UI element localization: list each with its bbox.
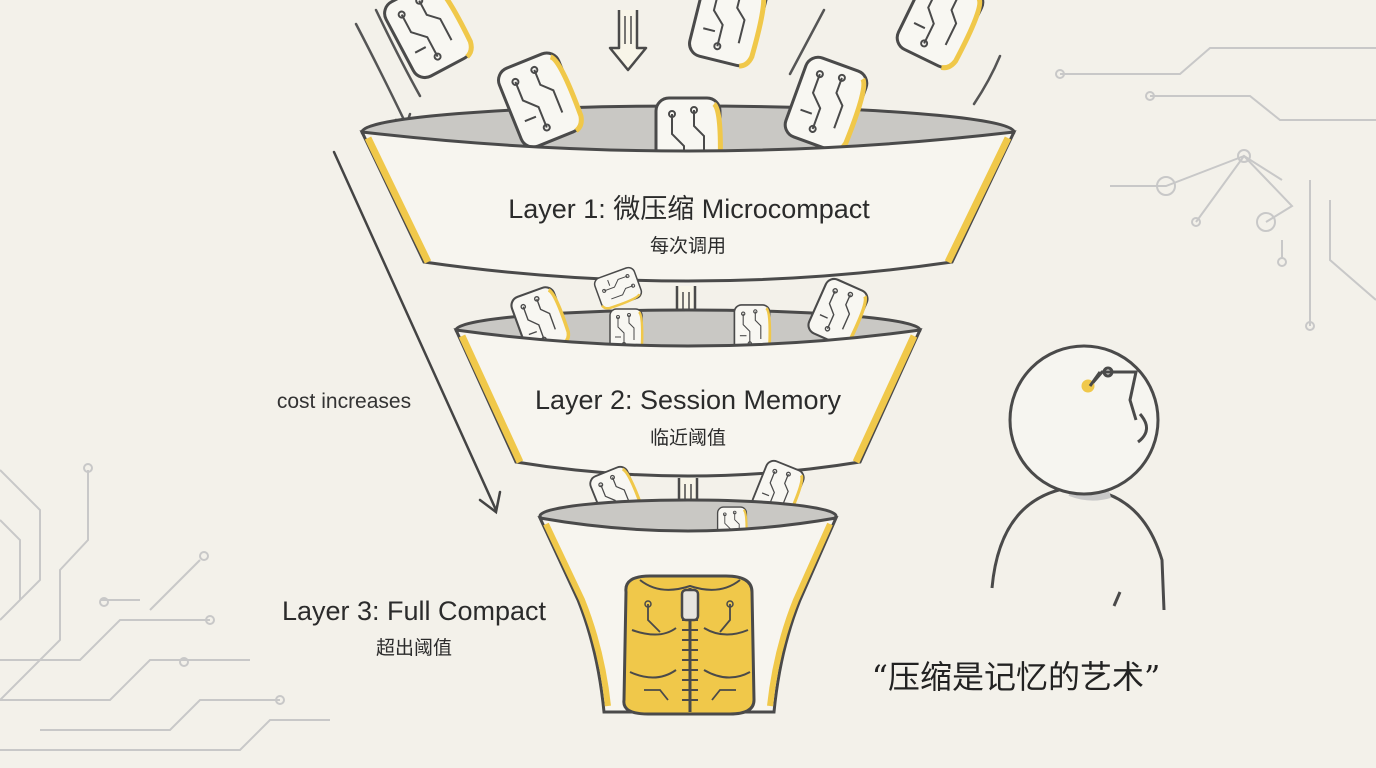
layer-3-title: Layer 3: Full Compact xyxy=(282,596,547,626)
thinking-person-icon xyxy=(990,344,1166,611)
zipped-block-icon xyxy=(622,574,756,716)
funnel-layer-2 xyxy=(453,264,923,478)
quote: “压缩是记忆的艺术” xyxy=(872,658,1161,696)
funnel-layer-1 xyxy=(359,49,1017,283)
circuit-trace-icon xyxy=(0,47,1376,751)
cost-arrow xyxy=(332,150,502,515)
layer-2-subtitle: 临近阈值 xyxy=(650,427,726,449)
funnel-layer-3 xyxy=(537,498,839,716)
layer-1-subtitle: 每次调用 xyxy=(650,235,726,257)
layer-2-title: Layer 2: Session Memory xyxy=(535,385,842,415)
layer-3-subtitle: 超出阈值 xyxy=(376,637,452,659)
layer-1-title: Layer 1: 微压缩 Microcompact xyxy=(508,194,870,224)
cost-label: cost increases xyxy=(277,390,411,413)
